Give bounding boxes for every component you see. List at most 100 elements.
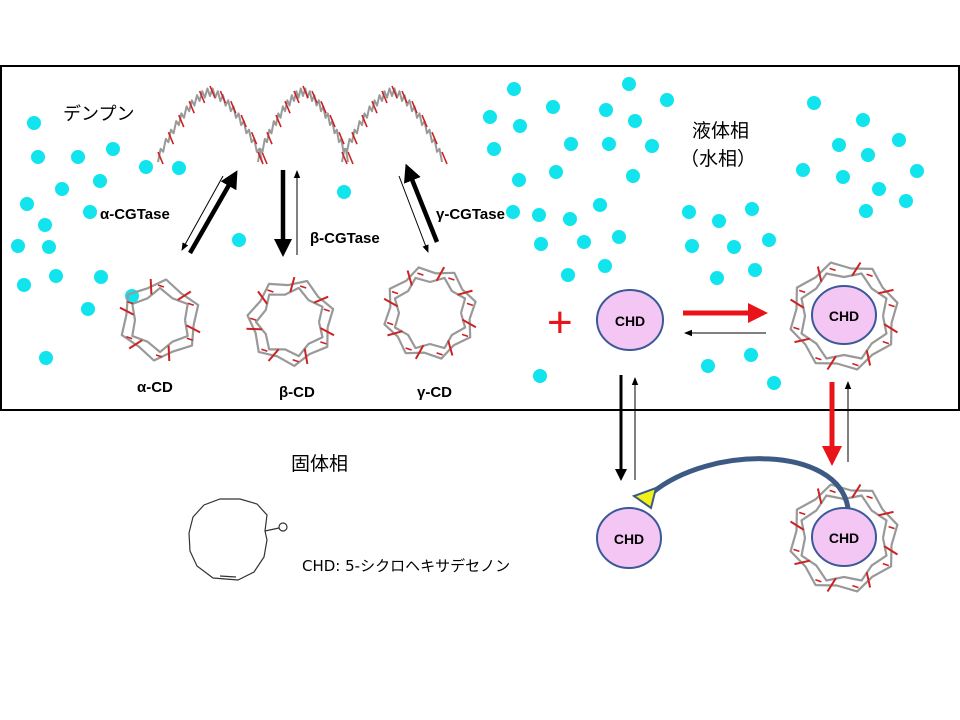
water-dot [859,204,873,218]
water-dot [337,185,351,199]
water-dot [748,263,762,277]
liquid-phase-box [0,65,960,411]
water-dot [577,235,591,249]
alpha-formation-arrow [188,170,238,255]
water-dot [712,214,726,228]
water-dot [71,150,85,164]
water-dot [549,165,563,179]
water-dot [563,212,577,226]
water-dot [27,116,41,130]
water-dot [139,160,153,174]
water-dot [593,198,607,212]
chd-complex-solid-label: CHD [829,530,859,546]
chd-structure-icon [188,498,288,581]
water-dot [745,202,759,216]
water-dot [622,77,636,91]
water-dot [31,150,45,164]
starch-chain [157,85,448,165]
liquid-phase-label-line1: 液体相 [692,120,749,142]
water-dot [899,194,913,208]
beta-cd-label: β-CD [279,384,315,401]
water-dot [106,142,120,156]
water-dot [892,133,906,147]
water-dot [626,169,640,183]
water-dot [94,270,108,284]
water-dot [93,174,107,188]
beta-cgtase-label: β-CGTase [310,230,380,247]
water-dot [744,348,758,362]
alpha-reverse-arrow [181,175,224,251]
gamma-formation-arrow [403,163,440,243]
alpha-cgtase-label: α-CGTase [100,206,170,223]
plus-sign: + [547,298,573,347]
water-dot [861,148,875,162]
chd-complex-liquid [811,285,877,345]
water-dot [832,138,846,152]
cyclodextrin-rings [119,261,899,593]
water-dot [42,240,56,254]
water-dot [55,182,69,196]
water-dot [561,268,575,282]
chd-free-liquid-label: CHD [615,313,645,329]
water-dot [483,110,497,124]
water-dot [546,100,560,114]
water-dot [507,82,521,96]
water-dot [534,237,548,251]
water-dot [602,137,616,151]
release-arrow-blue [650,456,851,509]
gamma-cd-label: γ-CD [417,384,452,401]
water-dot [172,161,186,175]
water-dot [710,271,724,285]
water-dot [506,205,520,219]
solid-phase-label: 固体相 [291,453,348,475]
water-dot [872,182,886,196]
water-dot [598,259,612,273]
water-dot [49,269,63,283]
water-dot [487,142,501,156]
water-dot [81,302,95,316]
water-dot [38,218,52,232]
water-dot [727,240,741,254]
water-dot [856,113,870,127]
alpha-cd-ring [119,278,201,362]
starch-label: デンプン [63,104,134,125]
gamma-cgtase-label: γ-CGTase [436,206,505,223]
gamma-cd-ring-complex-solid [789,483,899,593]
water-dot [796,163,810,177]
water-dot [701,359,715,373]
chd-legend-label: CHD: 5-シクロヘキサデセノン [302,557,510,575]
water-dot [612,230,626,244]
gamma-reverse-arrow [398,175,429,253]
liquid-phase-label-line2: （水相） [680,148,756,170]
water-dot [564,137,578,151]
water-dot [39,351,53,365]
gamma-cd-ring-complex-liquid [789,261,899,371]
water-dot [645,139,659,153]
water-dot [685,239,699,253]
alpha-cd-label: α-CD [137,379,173,396]
water-dot [532,208,546,222]
water-dot [628,114,642,128]
chd-complex-liquid-label: CHD [829,308,859,324]
water-molecules [11,77,924,390]
water-dot [660,93,674,107]
water-dot [762,233,776,247]
water-dot [513,119,527,133]
water-dot [807,96,821,110]
chd-free-liquid [596,289,664,351]
water-dot [682,205,696,219]
water-dot [17,278,31,292]
beta-cd-ring [246,276,335,367]
gamma-cd-ring [383,266,477,360]
water-dot [20,197,34,211]
water-dot [83,205,97,219]
water-dot [11,239,25,253]
release-arrow-head [631,486,658,510]
water-dot [767,376,781,390]
water-dot [910,164,924,178]
water-dot [533,369,547,383]
water-dot [232,233,246,247]
water-dot [836,170,850,184]
chd-free-solid [596,507,662,569]
